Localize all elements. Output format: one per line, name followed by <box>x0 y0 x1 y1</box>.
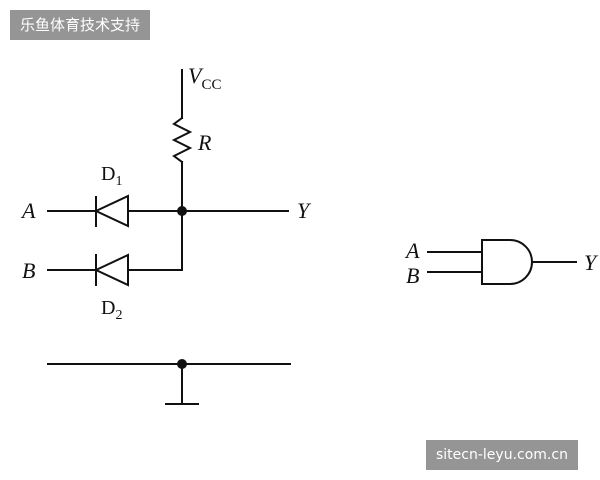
resistor-r <box>171 116 193 164</box>
input-b-label: B <box>22 258 35 283</box>
diode-d1-triangle <box>93 194 129 228</box>
diode-d2-label: D2 <box>101 297 122 323</box>
watermark-top: 乐鱼体育技术支持 <box>10 10 151 40</box>
gate-output-y-label: Y <box>584 250 599 275</box>
vcc-label: VCC <box>188 63 221 93</box>
gate-input-a-label: A <box>404 238 420 263</box>
and-gate-icon <box>481 239 533 285</box>
input-a-label: A <box>20 198 36 223</box>
resistor-label: R <box>197 130 212 155</box>
diode-d1-label: D1 <box>101 163 122 189</box>
gate-input-b-label: B <box>406 263 419 288</box>
watermark-bottom: sitecn-leyu.com.cn <box>426 440 578 470</box>
junction-dot <box>177 206 187 216</box>
output-y-label: Y <box>297 198 312 223</box>
diode-d2-triangle <box>93 253 129 287</box>
